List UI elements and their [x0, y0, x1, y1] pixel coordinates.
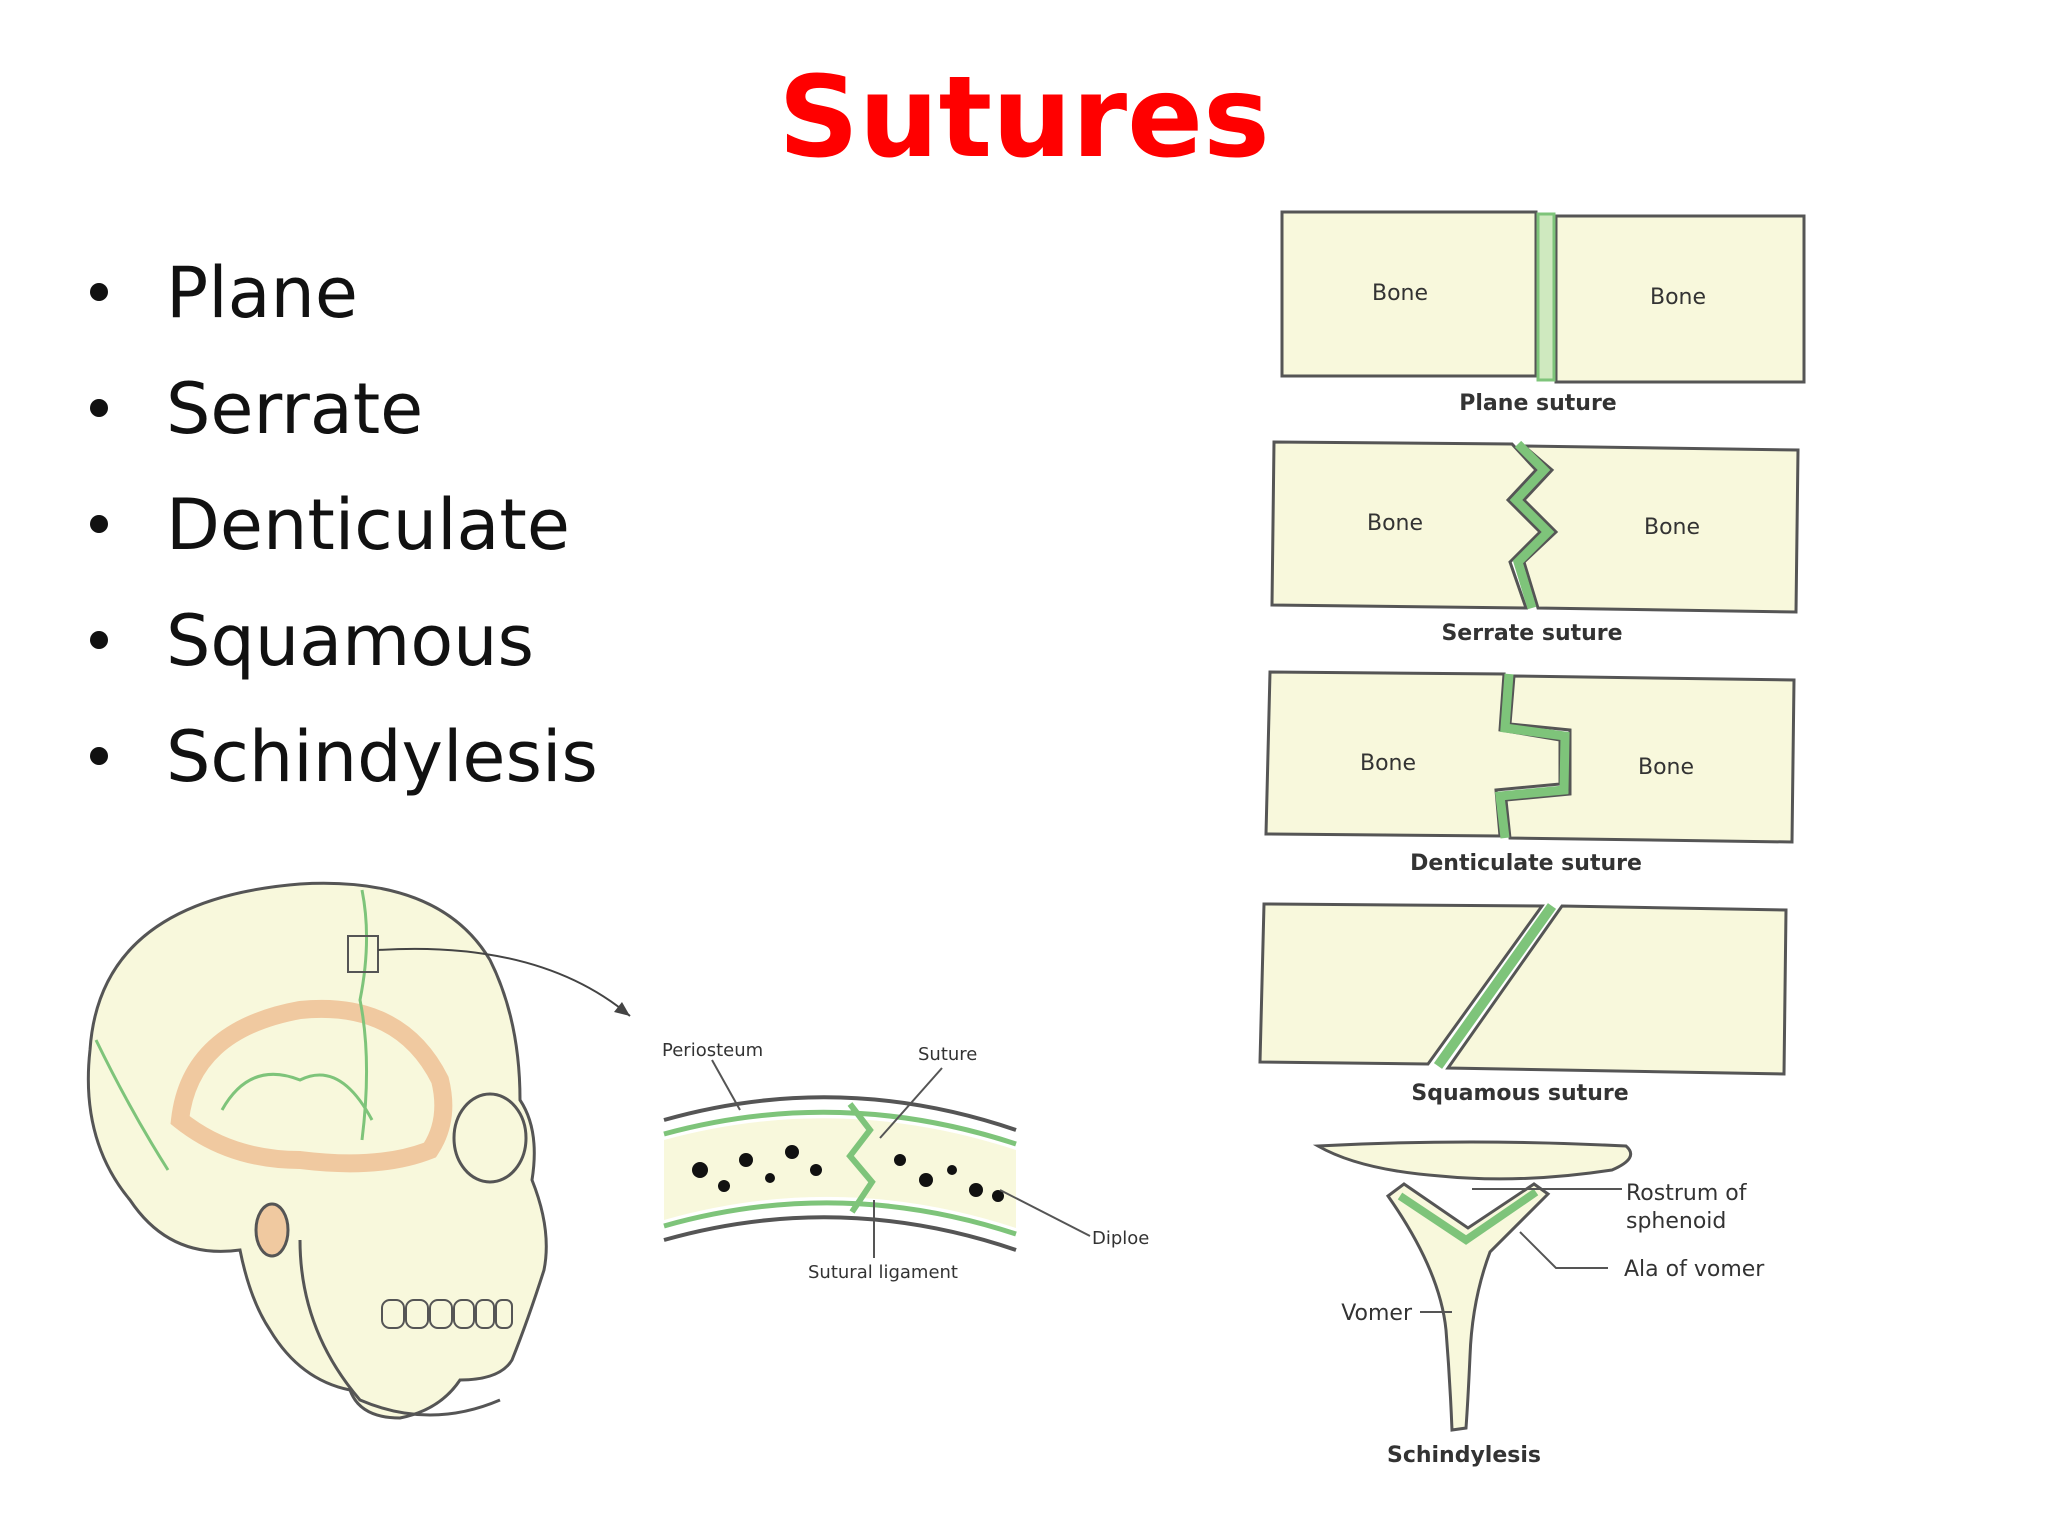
- plane-suture-panel: Bone Bone Plane suture: [1280, 210, 1806, 416]
- skull-outline: [86, 881, 548, 1420]
- serrate-right-bone-label: Bone: [1644, 515, 1700, 540]
- bullet-dot: [90, 399, 108, 417]
- plane-suture-gap: [1536, 212, 1556, 382]
- vomer-bone: [1385, 1182, 1551, 1432]
- plane-right-bone-label: Bone: [1650, 285, 1706, 310]
- tooth: [381, 1299, 405, 1329]
- outer-periosteum: [663, 1095, 1017, 1132]
- slide-title: Sutures: [778, 53, 1270, 183]
- tooth: [405, 1299, 429, 1329]
- tooth: [429, 1299, 453, 1329]
- bullet-item-serrate: Serrate: [90, 351, 598, 467]
- inner-periosteum: [663, 1215, 1017, 1252]
- diploe-space: [739, 1153, 753, 1167]
- serrate-suture-line: [1509, 440, 1555, 610]
- ala-of-vomer-label: Ala of vomer: [1624, 1257, 1765, 1282]
- diploe-space: [810, 1164, 822, 1176]
- squamous-bone-left: [1258, 902, 1545, 1066]
- periosteum-label: Periosteum: [662, 1040, 763, 1061]
- diploe-space: [992, 1190, 1004, 1202]
- tooth: [495, 1299, 513, 1329]
- bullet-item-schindylesis: Schindylesis: [90, 699, 598, 815]
- mandible: [298, 1239, 501, 1417]
- tooth: [453, 1299, 475, 1329]
- vomer-label: Vomer: [1341, 1301, 1413, 1326]
- diploe-space: [919, 1173, 933, 1187]
- denticulate-suture-caption: Denticulate suture: [1410, 851, 1642, 876]
- diploe-layer: [664, 1118, 1016, 1228]
- diploe-space: [765, 1173, 775, 1183]
- squamous-suture-line: [1433, 903, 1557, 1069]
- suture-label: Suture: [918, 1044, 977, 1065]
- diploe-label: Diploe: [1092, 1228, 1149, 1249]
- serrate-bone-left: [1270, 440, 1543, 610]
- schindylesis-caption: Schindylesis: [1387, 1443, 1541, 1468]
- bullet-label: Denticulate: [166, 484, 570, 566]
- schindylesis-suture-line: [1397, 1188, 1539, 1245]
- bullet-dot: [90, 747, 108, 765]
- denticulate-suture-line: [1494, 673, 1570, 839]
- suture-leader: [879, 1067, 943, 1139]
- squamous-suture-panel: Squamous suture: [1258, 902, 1788, 1106]
- sphenoid-rostrum: [1312, 1140, 1633, 1181]
- plane-bone-left: [1280, 210, 1538, 378]
- diploe-space: [785, 1145, 799, 1159]
- denticulate-left-bone-label: Bone: [1360, 751, 1416, 776]
- squamous-suture-caption: Squamous suture: [1411, 1081, 1628, 1106]
- orbit: [452, 1092, 528, 1184]
- diploe-space: [692, 1162, 708, 1178]
- diploe-leader: [999, 1189, 1091, 1237]
- squamous-bone-right: [1445, 904, 1788, 1076]
- bullet-dot: [90, 631, 108, 649]
- sutural-ligament-label: Sutural ligament: [808, 1262, 958, 1283]
- bullet-item-squamous: Squamous: [90, 583, 598, 699]
- schindylesis-panel: Rostrum of sphenoid Ala of vomer Vomer S…: [1312, 1140, 1765, 1468]
- outer-table: [663, 1109, 1017, 1147]
- plane-bone-right: [1554, 214, 1806, 384]
- teeth: [381, 1299, 513, 1329]
- plane-left-bone-label: Bone: [1372, 281, 1428, 306]
- lambdoid-suture: [94, 1039, 170, 1171]
- tooth: [475, 1299, 495, 1329]
- plane-suture-caption: Plane suture: [1459, 391, 1616, 416]
- bullet-item-plane: Plane: [90, 235, 598, 351]
- bullet-label: Squamous: [166, 600, 534, 682]
- rostrum-label-line1: Rostrum of: [1626, 1181, 1748, 1206]
- sutural-ligament-zigzag: [846, 1102, 876, 1214]
- squamous-suture-skull: [220, 1072, 374, 1121]
- diploe-space: [969, 1183, 983, 1197]
- bullet-label: Plane: [166, 252, 358, 334]
- bullet-item-denticulate: Denticulate: [90, 467, 598, 583]
- detail-callout-box: [347, 935, 379, 973]
- bullet-label: Schindylesis: [166, 716, 598, 798]
- diploe-space: [947, 1165, 957, 1175]
- inner-table: [663, 1200, 1017, 1237]
- diploe-space: [894, 1154, 906, 1166]
- suture-types-diagram: Bone Bone Plane suture Bone Bone Serrate…: [1258, 210, 1806, 1468]
- serrate-left-bone-label: Bone: [1367, 511, 1423, 536]
- diploe-space: [718, 1180, 730, 1192]
- suture-types-list: Plane Serrate Denticulate Squamous Schin…: [90, 235, 598, 815]
- denticulate-right-bone-label: Bone: [1638, 755, 1694, 780]
- coronal-suture: [358, 889, 369, 1141]
- rostrum-label-line2: sphenoid: [1626, 1209, 1726, 1234]
- bullet-dot: [90, 283, 108, 301]
- bullet-dot: [90, 515, 108, 533]
- temporal-fossa-band: [170, 999, 453, 1173]
- serrate-suture-panel: Bone Bone Serrate suture: [1270, 440, 1800, 646]
- denticulate-bone-right: [1504, 674, 1796, 844]
- skull-illustration: [86, 881, 631, 1420]
- callout-arrowhead: [614, 1002, 630, 1016]
- ear-opening: [254, 1202, 290, 1258]
- diploe-spaces: [692, 1145, 1004, 1202]
- serrate-suture-caption: Serrate suture: [1441, 621, 1622, 646]
- ala-leader-line: [1519, 1231, 1608, 1269]
- periosteum-leader: [711, 1059, 741, 1111]
- suture-cross-section: Periosteum Suture Diploe Sutural ligamen…: [662, 1040, 1149, 1283]
- bullet-label: Serrate: [166, 368, 424, 450]
- callout-arrow: [377, 947, 631, 1017]
- denticulate-suture-panel: Bone Bone Denticulate suture: [1264, 670, 1796, 876]
